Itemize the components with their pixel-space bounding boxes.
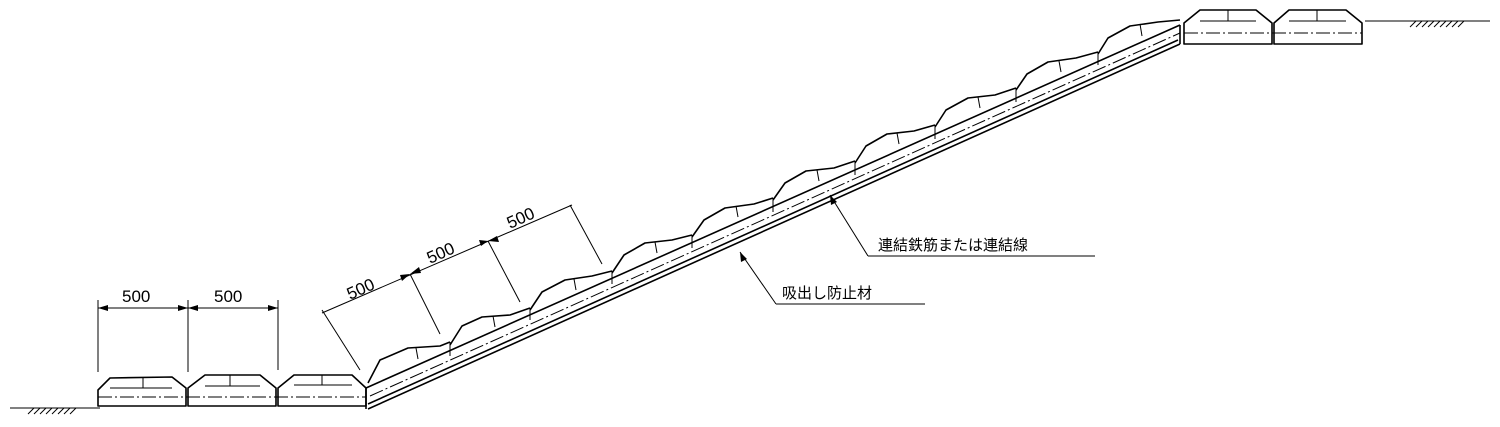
slope-blocks xyxy=(367,19,1181,384)
dimension-label-slope-3: 500 xyxy=(504,204,538,233)
dimension-label-slope-2: 500 xyxy=(424,239,458,268)
label-suction-prevention: 吸出し防止材 xyxy=(782,284,872,302)
leader-connection: 連結鉄筋または連結線 xyxy=(829,194,1095,257)
toe-blocks xyxy=(97,374,367,407)
label-connection-rebar: 連結鉄筋または連結線 xyxy=(878,236,1028,254)
crown-blocks xyxy=(1183,9,1363,45)
dimension-flat: 500 500 xyxy=(97,287,279,372)
dimension-label-flat-2: 500 xyxy=(214,287,242,306)
dimension-label-flat-1: 500 xyxy=(122,287,150,306)
ground-left xyxy=(10,407,100,415)
slope-base xyxy=(365,24,1181,410)
ground-right xyxy=(1365,20,1490,28)
dimension-label-slope-1: 500 xyxy=(344,275,378,304)
leader-suction: 吸出し防止材 xyxy=(739,251,925,305)
